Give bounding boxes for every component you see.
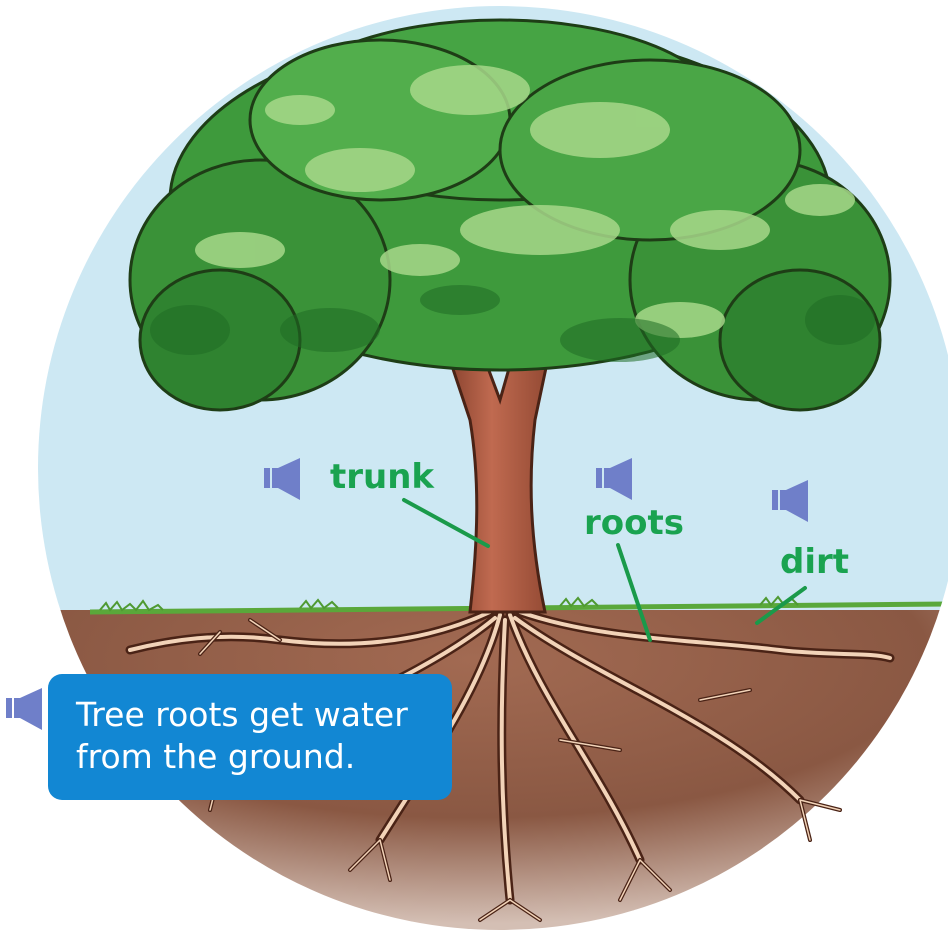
speaker-icon xyxy=(596,456,636,502)
roots-label: roots xyxy=(584,506,684,540)
caption-speaker-button[interactable] xyxy=(6,686,46,732)
caption-line-1: Tree roots get water xyxy=(76,694,438,736)
speaker-icon xyxy=(6,686,46,732)
speaker-icon xyxy=(772,478,812,524)
caption-box: Tree roots get water from the ground. xyxy=(48,674,452,800)
trunk-speaker-button[interactable] xyxy=(264,456,304,502)
caption-line-2: from the ground. xyxy=(76,736,438,778)
roots-speaker-button[interactable] xyxy=(596,456,636,502)
dirt-label: dirt xyxy=(780,545,849,579)
dirt-speaker-button[interactable] xyxy=(772,478,812,524)
trunk-label: trunk xyxy=(330,460,434,494)
speaker-icon xyxy=(264,456,304,502)
